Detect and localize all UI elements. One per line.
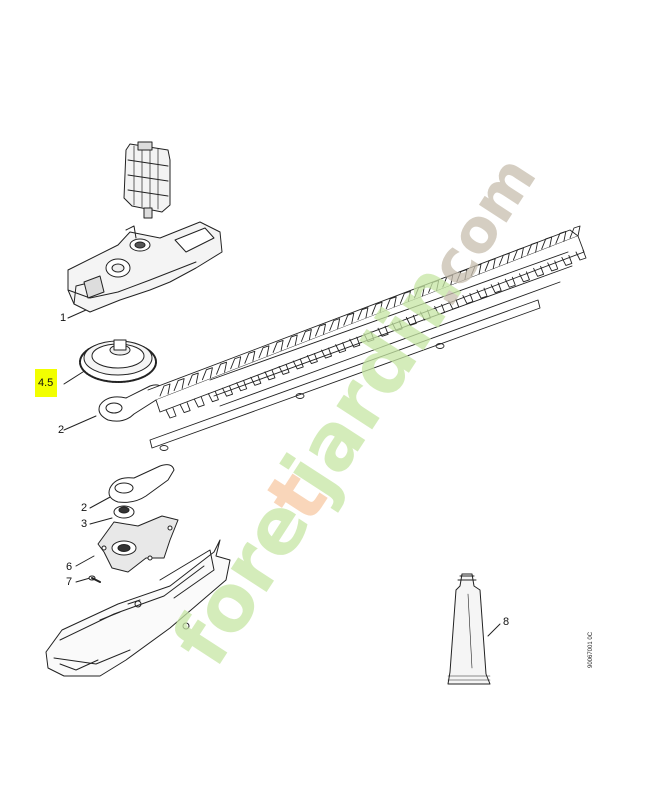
leader-2a: [63, 415, 97, 431]
callout-housing: 1: [60, 312, 67, 324]
bearing: [113, 505, 135, 519]
crank-arm-lower: [108, 464, 175, 503]
leader-3: [89, 517, 113, 525]
leader-6: [75, 555, 95, 567]
leader-7: [75, 577, 91, 583]
crank-arm-upper: [98, 384, 163, 422]
svg-text:.com: .com: [403, 144, 550, 318]
hedge-trimmer-blade: [147, 225, 587, 451]
callout-plate: 6: [66, 561, 73, 573]
gear-housing: [67, 221, 223, 313]
callout-screw: 7: [66, 576, 73, 588]
leader-2b: [89, 495, 113, 509]
leader-1: [67, 309, 87, 319]
screw: [88, 575, 101, 583]
bottom-cover: [45, 539, 231, 677]
motor: [123, 141, 171, 219]
leader-4-5: [63, 369, 87, 385]
callout-crank-lower: 2: [81, 502, 88, 514]
base-plate: [97, 515, 179, 573]
gear-wheel: [79, 339, 157, 383]
callout-gear: 4.5: [35, 369, 58, 397]
callout-grease-tube: 8: [503, 616, 510, 628]
callout-bearing: 3: [81, 518, 88, 530]
leader-8: [487, 623, 501, 637]
callout-crank-upper: 2: [58, 424, 65, 436]
grease-tube: [447, 573, 491, 685]
